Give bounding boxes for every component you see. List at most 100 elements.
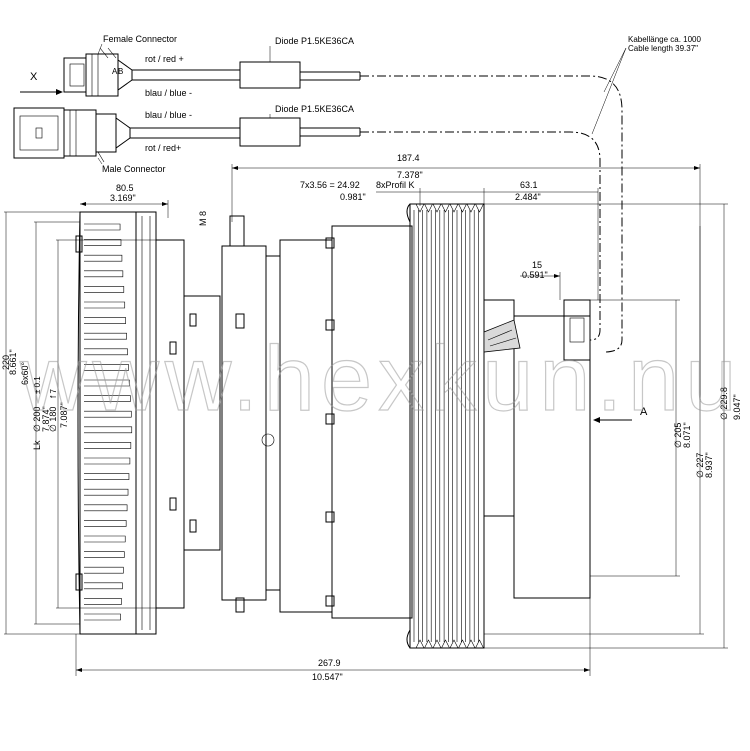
dim-d220-mm: 220 — [1, 355, 11, 370]
view-a-label: A — [640, 406, 648, 418]
wires — [130, 61, 623, 353]
fan-fin — [84, 395, 131, 402]
pulley-tooth — [415, 639, 425, 649]
wire-blue-top-label: blau / blue - — [145, 88, 192, 98]
fan-fin — [84, 332, 127, 340]
fan-fin — [84, 426, 133, 434]
dim-profile: 8xProfil K — [376, 180, 415, 190]
pulley-tooth — [424, 639, 433, 649]
female-connector: A B — [63, 47, 133, 97]
pulley-tooth — [424, 203, 433, 213]
dim-pulley-offset-in: 2.484" — [515, 192, 541, 202]
fan-fin — [84, 301, 126, 309]
pulley-tooth — [441, 639, 450, 649]
dim-d227-in: 8.937" — [704, 452, 714, 478]
shaft-section — [483, 319, 521, 353]
left-dimensions — [4, 211, 156, 635]
pulley — [406, 203, 591, 649]
pulley-tooth — [432, 639, 442, 649]
pin-b-label: B — [118, 67, 123, 76]
female-connector-label: Female Connector — [103, 34, 177, 44]
wire-red-top-label: rot / red + — [145, 54, 184, 64]
dim-fan-mm: 80.5 — [116, 183, 134, 193]
pulley-tooth — [466, 639, 476, 649]
dim-d205-mm: ∅ 205 — [673, 423, 683, 448]
fan-fin — [84, 504, 128, 512]
cable-length-en: Cable length 39.37" — [628, 44, 698, 53]
pin-a-label: A — [112, 67, 118, 76]
fan-fins — [84, 223, 133, 621]
fan-fin — [84, 551, 125, 558]
fan-fin — [84, 379, 130, 387]
pulley-tooth — [458, 203, 467, 213]
dim-thread: M 8 — [198, 211, 208, 226]
fan-fin — [84, 535, 126, 543]
dim-d220-in: 8.661" — [8, 349, 18, 375]
pulley-tooth — [441, 203, 450, 213]
pulley-tooth — [475, 639, 484, 649]
pulley-grooves — [413, 203, 484, 649]
fan-fin — [84, 520, 127, 527]
dim-groove-in: 0.981" — [340, 192, 366, 202]
male-connector — [13, 107, 131, 163]
male-connector-label: Male Connector — [102, 164, 166, 174]
dim-shaft-mm: 15 — [532, 260, 542, 270]
fan-fin — [84, 457, 131, 465]
pulley-tooth — [449, 203, 459, 213]
dim-d200-in: 7.874" — [41, 406, 51, 432]
fan-fin — [84, 613, 121, 621]
fan-fin — [84, 270, 124, 278]
dim-d200-tol: ± 0.1 — [33, 376, 42, 394]
fan-fin — [84, 566, 124, 574]
fan-fin — [84, 473, 130, 480]
dim-overall-bottom-mm: 267.9 — [318, 658, 341, 668]
dim-lk-label: Lk — [32, 440, 42, 450]
pulley-tooth — [415, 203, 425, 213]
pulley-tooth — [432, 203, 442, 213]
fan-fin — [84, 364, 129, 371]
view-x-label: X — [30, 71, 38, 83]
fan-fin — [84, 317, 126, 324]
dim-d200-mm: ∅ 200 — [32, 407, 42, 432]
fan-fin — [84, 442, 132, 449]
dim-overall-top-in: 7.378" — [397, 170, 423, 180]
dim-d2298-mm: ∅ 229.8 — [719, 387, 729, 420]
dim-d180-mm: ∅ 180 — [48, 407, 58, 432]
dim-d180-tol: f 7 — [49, 389, 58, 398]
dim-d205-in: 8.071" — [682, 422, 692, 448]
dim-pulley-offset-mm: 63.1 — [520, 180, 538, 190]
pulley-tooth — [449, 639, 459, 649]
dim-fan-in: 3.169" — [110, 193, 136, 203]
diode-top-label: Diode P1.5KE36CA — [275, 36, 354, 46]
wire-blue-bottom-label: blau / blue - — [145, 110, 192, 120]
dim-groove-mm: 7x3.56 = 24.92 — [300, 180, 360, 190]
fan-fin — [84, 286, 125, 293]
clutch-body — [155, 215, 413, 619]
diode-bottom-label: Diode P1.5KE36CA — [275, 104, 354, 114]
dim-overall-top-mm: 187.4 — [397, 153, 420, 163]
right-dimensions — [484, 203, 728, 649]
fan-fin — [84, 582, 123, 590]
fan-fin — [84, 348, 128, 356]
fan-fin — [84, 598, 122, 605]
wire-red-bottom-label: rot / red+ — [145, 143, 181, 153]
dim-overall-bottom-in: 10.547" — [312, 672, 343, 682]
fan-fin — [84, 488, 129, 496]
fan-fin — [84, 410, 132, 418]
fan-fin — [84, 239, 122, 246]
fan-fin — [84, 254, 123, 262]
pulley-tooth — [466, 203, 476, 213]
dim-bolt-pattern: 6x60° — [20, 361, 30, 385]
top-dimensions — [80, 164, 701, 400]
dim-d2298-in: 9.047" — [732, 394, 742, 420]
dim-shaft-in: 0.591" — [522, 270, 548, 280]
watermark: www.hexkun.nu — [19, 328, 742, 430]
pulley-tooth — [475, 203, 484, 213]
dim-d180-in: 7.087" — [59, 402, 69, 428]
pulley-tooth — [458, 639, 467, 649]
bottom-dimension — [75, 598, 591, 676]
fan-fin — [84, 223, 121, 231]
cable-length-de: Kabellänge ca. 1000 — [628, 35, 702, 44]
